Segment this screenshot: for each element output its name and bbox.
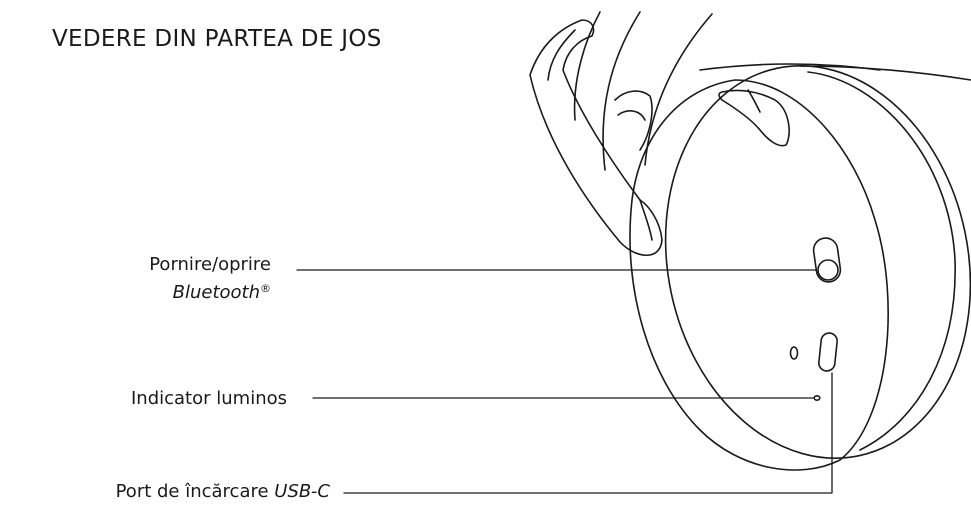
callout-power-line2: Bluetooth [173,282,260,303]
usb-c-port [818,332,838,371]
microphone-boom [530,20,662,255]
callout-usb-port: Port de încărcare USB-C [116,480,330,504]
callout-usb-italic: USB-C [274,481,330,502]
diagram-title: VEDERE DIN PARTEA DE JOS [52,22,472,56]
registered-mark: ® [260,282,271,295]
callout-power-bluetooth: Pornire/oprire Bluetooth® [149,253,271,305]
yoke [615,91,652,150]
callout-usb-prefix: Port de încărcare [116,481,275,502]
led-indicator [814,396,820,400]
callout-indicator: Indicator luminos [131,387,287,411]
mic-hole [791,347,798,359]
callout-power-line1: Pornire/oprire [149,253,271,277]
top-slot [719,90,789,146]
bluetooth-switch [812,237,842,284]
leader-lines [297,270,832,493]
